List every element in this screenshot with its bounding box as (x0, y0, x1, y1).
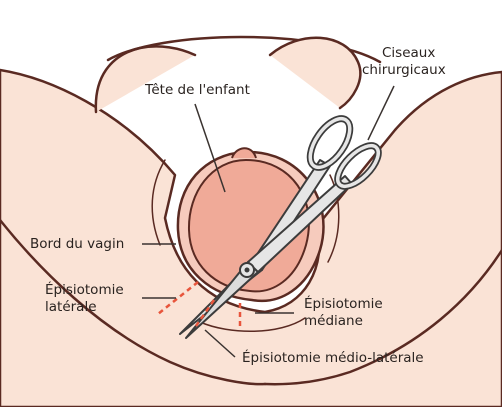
left-breast-shape (94, 45, 197, 114)
mediolateral-episiotomy-label: Épisiotomie médio-latérale (242, 350, 424, 366)
vaginal-edge-label: Bord du vagin (30, 236, 125, 252)
head-leader-line (194, 103, 226, 193)
scissors-leader-line (367, 85, 395, 141)
right-breast-shape (268, 36, 362, 110)
scissors-pivot-hole (244, 267, 250, 273)
left-thigh-line (0, 218, 267, 386)
scissors-ring-a-inner (308, 116, 352, 170)
right-fold-line (327, 174, 340, 263)
lateral-episiotomy-label-line1: Épisiotomie (45, 282, 124, 298)
scissors-ring-b-inner (336, 144, 380, 188)
scissors-label-line2: chirurgicaux (362, 62, 446, 78)
median-episiotomy-label-line1: Épisiotomie (304, 296, 383, 312)
head-label: Tête de l'enfant (145, 82, 250, 98)
bottom-fold-line (199, 317, 306, 333)
head-top-detail (231, 147, 257, 159)
right-thigh-line (263, 248, 502, 386)
left-fold-line (151, 159, 166, 246)
mediolateral-leader-line (204, 329, 236, 358)
scissors-label-line1: Ciseaux (382, 45, 436, 61)
surgical-scissors (179, 115, 382, 339)
median-episiotomy-label-line2: médiane (304, 313, 363, 329)
lateral-episiotomy-label-line2: latérale (45, 299, 97, 315)
